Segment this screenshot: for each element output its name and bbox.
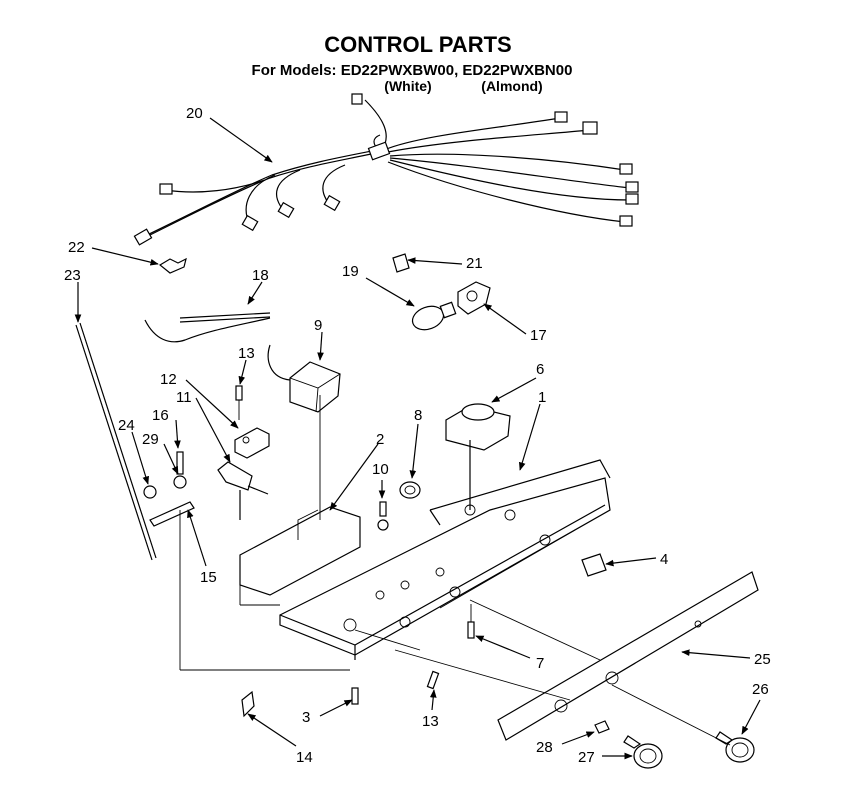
part-11-shaft <box>217 461 269 520</box>
callout-7: 7 <box>536 655 544 672</box>
wiring-harness <box>133 93 639 246</box>
callout-6: 6 <box>536 361 544 378</box>
callout-4: 4 <box>660 551 668 568</box>
callout-2: 2 <box>376 431 384 448</box>
part-13-screw-upper <box>235 385 243 420</box>
callout-28: 28 <box>536 739 553 756</box>
callout-15: 15 <box>200 569 217 586</box>
part-27-knob <box>623 735 663 769</box>
part-14-clip <box>241 690 255 718</box>
callout-22: 22 <box>68 239 85 256</box>
variant-white: (White) <box>384 78 431 94</box>
callout-13-lower: 13 <box>422 713 439 730</box>
callout-21: 21 <box>466 255 483 272</box>
callout-11: 11 <box>176 389 192 406</box>
alignment-lines <box>179 395 731 746</box>
callout-labels: 20 22 23 18 19 21 17 9 13 12 11 16 24 29… <box>64 105 771 766</box>
callout-27: 27 <box>578 749 595 766</box>
callout-8: 8 <box>414 407 422 424</box>
callout-1: 1 <box>538 389 546 406</box>
leader-lines <box>74 117 761 760</box>
callout-23: 23 <box>64 267 81 284</box>
variant-almond: (Almond) <box>481 78 542 94</box>
part-12-bracket <box>234 427 270 459</box>
diagram-title: CONTROL PARTS <box>324 32 511 57</box>
part-6-control <box>445 403 511 510</box>
part-2-bracket <box>239 506 361 596</box>
callout-24: 24 <box>118 417 135 434</box>
callout-12: 12 <box>160 371 177 388</box>
part-15-lever <box>149 501 195 527</box>
part-22-clip <box>158 257 187 274</box>
part-19-bulb <box>411 301 457 331</box>
callout-13-upper: 13 <box>238 345 255 362</box>
callout-18: 18 <box>252 267 269 284</box>
part-17-socket <box>457 281 491 315</box>
part-3-screw <box>351 687 359 705</box>
part-8-grommet <box>399 481 421 499</box>
part-10-screw <box>377 501 389 531</box>
part-1-housing <box>279 459 611 660</box>
part-26-knob <box>715 731 755 763</box>
part-28-clip <box>594 720 610 734</box>
callout-3: 3 <box>302 709 310 726</box>
callout-19: 19 <box>342 263 359 280</box>
callout-25: 25 <box>754 651 771 668</box>
callout-20: 20 <box>186 105 203 122</box>
callout-16: 16 <box>152 407 169 424</box>
callout-9: 9 <box>314 317 322 334</box>
part-9-switch <box>267 344 341 413</box>
models-line: For Models: ED22PWXBW00, ED22PWXBN00 <box>252 62 573 79</box>
part-23-rod <box>75 322 157 561</box>
part-4-clip <box>581 553 607 577</box>
callout-29: 29 <box>142 431 159 448</box>
part-7-screw <box>467 604 475 639</box>
part-29-washer <box>173 451 187 489</box>
callout-26: 26 <box>752 681 769 698</box>
part-13-screw-lower <box>426 670 440 690</box>
part-21-bracket <box>392 253 410 273</box>
callout-14: 14 <box>296 749 313 766</box>
part-24-washer <box>143 485 157 499</box>
part-18-tube <box>144 317 271 343</box>
callout-10: 10 <box>372 461 389 478</box>
callout-17: 17 <box>530 327 547 344</box>
